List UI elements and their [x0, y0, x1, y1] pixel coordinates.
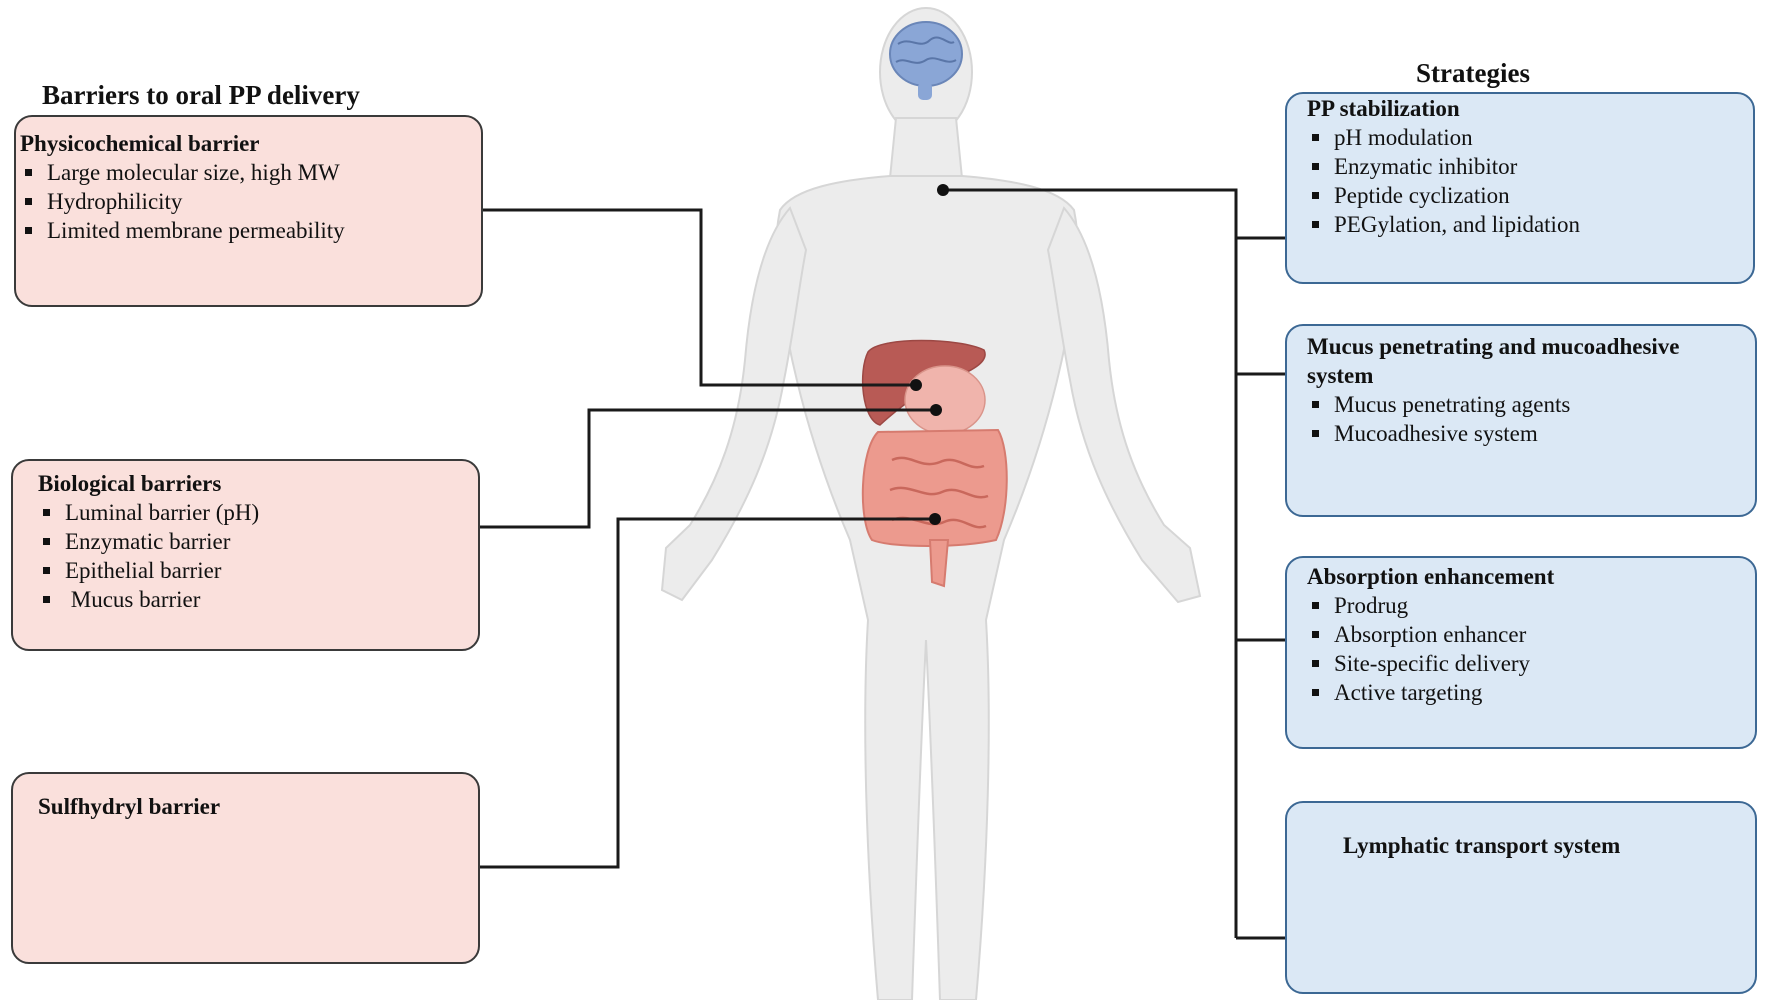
list-item: Mucoadhesive system [1307, 419, 1755, 448]
absorption-enhancement-box: Absorption enhancement Prodrug Absorptio… [1285, 556, 1757, 749]
box-title: Absorption enhancement [1307, 564, 1555, 589]
bullet-list: Luminal barrier (pH) Enzymatic barrier E… [38, 498, 478, 614]
physicochemical-barrier-box: Physicochemical barrier Large molecular … [14, 115, 483, 307]
box-title: Physicochemical barrier [20, 131, 260, 156]
bullet-list: Mucus penetrating agents Mucoadhesive sy… [1307, 390, 1755, 448]
bullet-list: Prodrug Absorption enhancer Site-specifi… [1307, 591, 1755, 707]
box-title: Sulfhydryl barrier [38, 794, 221, 819]
list-item: PEGylation, and lipidation [1307, 210, 1753, 239]
sulfhydryl-barrier-box: Sulfhydryl barrier [11, 772, 480, 964]
list-item: Limited membrane permeability [20, 216, 481, 245]
barriers-heading: Barriers to oral PP delivery [42, 80, 360, 110]
list-item: Enzymatic inhibitor [1307, 152, 1753, 181]
biological-barriers-box: Biological barriers Luminal barrier (pH)… [11, 459, 480, 651]
box-title: Mucus penetrating and mucoadhesive syste… [1307, 334, 1680, 388]
stomach-illustration [904, 365, 986, 435]
list-item: Enzymatic barrier [38, 527, 478, 556]
lymphatic-transport-box: Lymphatic transport system [1285, 801, 1757, 994]
connector-lines [480, 188, 1285, 940]
list-item: Luminal barrier (pH) [38, 498, 478, 527]
list-item: Epithelial barrier [38, 556, 478, 585]
pp-stabilization-box: PP stabilization pH modulation Enzymatic… [1285, 92, 1755, 284]
list-item: Peptide cyclization [1307, 181, 1753, 210]
bullet-list: Large molecular size, high MW Hydrophili… [20, 158, 481, 245]
list-item: Absorption enhancer [1307, 620, 1755, 649]
mucus-penetrating-box: Mucus penetrating and mucoadhesive syste… [1285, 324, 1757, 517]
list-item: Mucus penetrating agents [1307, 390, 1755, 419]
brain-illustration [889, 21, 963, 100]
box-title: PP stabilization [1307, 96, 1460, 121]
list-item: Hydrophilicity [20, 187, 481, 216]
intestine-illustration [861, 428, 1008, 588]
box-title: Lymphatic transport system [1343, 833, 1621, 858]
connector-dots [910, 184, 949, 525]
list-item: Mucus barrier [38, 585, 478, 614]
box-title: Biological barriers [38, 471, 222, 496]
list-item: Active targeting [1307, 678, 1755, 707]
list-item: pH modulation [1307, 123, 1753, 152]
human-body-silhouette [660, 7, 1202, 1000]
strategies-heading: Strategies [1416, 58, 1530, 88]
list-item: Large molecular size, high MW [20, 158, 481, 187]
bullet-list: pH modulation Enzymatic inhibitor Peptid… [1307, 123, 1753, 239]
list-item: Prodrug [1307, 591, 1755, 620]
list-item: Site-specific delivery [1307, 649, 1755, 678]
